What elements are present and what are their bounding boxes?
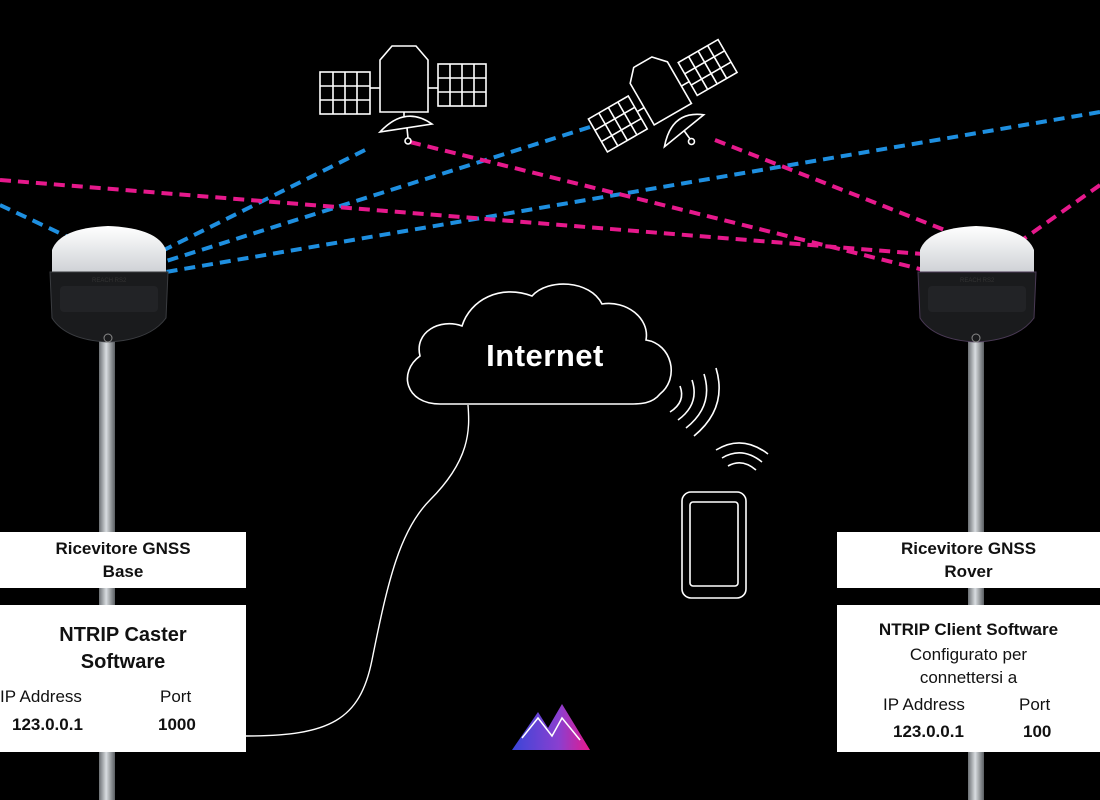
rover-gnss-receiver-icon xyxy=(917,226,1037,343)
caster-ip-value: 123.0.0.1 xyxy=(12,715,83,734)
correction-line xyxy=(714,138,961,238)
internet-label: Internet xyxy=(486,338,604,373)
correction-line xyxy=(1013,183,1100,247)
rover-receiver-line1: Ricevitore GNSS xyxy=(900,539,1037,558)
ntrip-caster-box: NTRIP Caster Software IP Address Port 12… xyxy=(0,605,246,752)
gnss-line xyxy=(159,110,1100,275)
smartphone-icon xyxy=(681,491,747,599)
correction-line xyxy=(409,140,933,274)
client-config-line1: Configurato per xyxy=(909,645,1028,664)
client-title: NTRIP Client Software xyxy=(878,620,1059,639)
satellite-icon xyxy=(319,45,487,145)
network-cable xyxy=(245,404,470,737)
brand-logo xyxy=(512,704,590,750)
caster-ip-label: IP Address xyxy=(0,687,82,706)
wireless-signal-icon xyxy=(669,367,720,437)
client-port-label: Port xyxy=(1019,695,1051,714)
satellite-icon xyxy=(587,38,739,154)
cloud-shape xyxy=(406,283,672,405)
client-config-line2: connettersi a xyxy=(919,668,1018,687)
client-ip-value: 123.0.0.1 xyxy=(893,722,964,741)
client-ip-label: IP Address xyxy=(883,695,965,714)
client-port-value: 100 xyxy=(1023,722,1052,741)
correction-lines xyxy=(0,138,1100,274)
rover-receiver-line2: Rover xyxy=(944,562,993,581)
rover-receiver-label: Ricevitore GNSS Rover xyxy=(837,532,1100,588)
base-receiver-line1: Ricevitore GNSS xyxy=(55,539,191,558)
receiver-brand-text: REACH RS2 xyxy=(92,278,127,284)
caster-port-value: 1000 xyxy=(158,715,196,734)
base-receiver-label: Ricevitore GNSS Base xyxy=(0,532,246,588)
ntrip-client-box: NTRIP Client Software Configurato per co… xyxy=(837,605,1100,752)
caster-title-line2: Software xyxy=(80,651,166,673)
base-gnss-receiver-icon xyxy=(49,226,169,343)
correction-line xyxy=(0,178,936,257)
caster-port-label: Port xyxy=(160,687,192,706)
base-receiver-line2: Base xyxy=(102,562,144,581)
receiver-brand-text: REACH RS2 xyxy=(960,278,995,284)
gnss-line xyxy=(159,148,366,254)
wireless-signal-icon xyxy=(715,442,769,471)
gnss-line xyxy=(159,125,591,265)
caster-title-line1: NTRIP Caster xyxy=(59,624,187,646)
